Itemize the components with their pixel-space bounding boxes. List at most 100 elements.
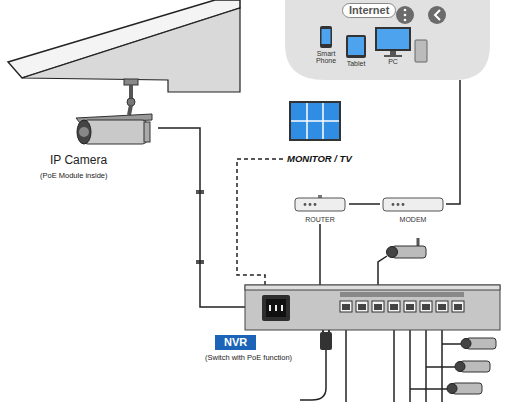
camera-back — [144, 122, 150, 142]
camera-lens — [447, 384, 457, 394]
tablet-screen — [348, 37, 364, 55]
menu-dot — [404, 19, 407, 22]
device-node: MONITOR / TV — [283, 100, 356, 165]
smartphone-icon — [320, 26, 332, 48]
device-label: Tablet — [347, 60, 366, 68]
port-jack — [342, 304, 350, 310]
nvr-body — [245, 285, 500, 330]
monitor-icon — [290, 102, 340, 140]
bracket-joint — [127, 98, 135, 106]
nvr-top — [245, 285, 500, 290]
monitor-shape — [283, 100, 356, 154]
screen-split — [291, 120, 339, 122]
roof-soffit — [22, 8, 240, 92]
router-shape — [291, 196, 349, 216]
port-jack — [390, 304, 398, 310]
status-light — [309, 203, 312, 206]
port-jack — [374, 304, 382, 310]
power-plug — [320, 332, 332, 350]
port-cable — [426, 366, 455, 368]
router-icon — [295, 198, 345, 211]
network-cable — [446, 80, 460, 204]
network-cable — [319, 224, 321, 285]
camera-lens — [387, 247, 398, 258]
device-node: PC — [373, 26, 413, 66]
ethernet-port — [404, 301, 416, 312]
device-label: PC — [388, 58, 398, 66]
tablet-icon — [346, 35, 366, 58]
phone-shape — [310, 24, 342, 50]
status-light — [314, 203, 317, 206]
ethernet-port — [420, 301, 432, 312]
device-label: MONITOR / TV — [287, 154, 352, 165]
port-strip — [340, 292, 464, 297]
device-node: ROUTER — [291, 196, 349, 224]
camera-lens — [77, 120, 91, 144]
socket-pin — [281, 305, 283, 311]
port-jack — [438, 304, 446, 310]
port-jack — [406, 304, 414, 310]
network-cable — [158, 128, 245, 307]
socket-pin — [275, 305, 277, 311]
menu-dot — [404, 14, 407, 17]
device-label: ROUTER — [305, 216, 335, 224]
port-jack — [454, 304, 462, 310]
back-chevron — [435, 10, 440, 20]
ethernet-port — [340, 301, 352, 312]
camera-body — [82, 120, 148, 144]
lens-glass — [79, 127, 89, 137]
pc-base — [384, 55, 402, 57]
status-light — [397, 203, 400, 206]
pc-screen — [377, 29, 409, 49]
port-cable — [442, 343, 461, 345]
port-cable — [441, 330, 443, 402]
status-light — [392, 203, 395, 206]
device-node: InternetSmart PhoneTablet PC — [285, 0, 490, 80]
ethernet-port — [436, 301, 448, 312]
ethernet-port — [372, 301, 384, 312]
port-cable — [425, 330, 427, 402]
port-cable — [409, 330, 411, 402]
status-light — [304, 203, 307, 206]
port-jack — [422, 304, 430, 310]
back-button — [428, 6, 446, 24]
socket-inner — [266, 299, 286, 317]
device-node: IP Camera (PoE Module inside) — [40, 110, 158, 180]
network-cable — [237, 159, 283, 285]
device-node: Smart Phone — [310, 24, 342, 65]
nvr-shape — [245, 285, 500, 330]
device-note: (PoE Module inside) — [40, 172, 108, 181]
phone-screen — [322, 29, 331, 44]
port-jack — [358, 304, 366, 310]
modem-icon — [383, 198, 443, 211]
device-node: MODEM — [380, 196, 446, 224]
menu-button — [396, 6, 414, 24]
power-cord — [300, 350, 326, 400]
ethernet-port — [452, 301, 464, 312]
pc-tower-icon — [415, 40, 427, 62]
port-cable — [345, 330, 347, 402]
camera-lens — [455, 362, 465, 372]
device-note: (Switch with PoE function) — [205, 354, 292, 363]
network-cable — [349, 203, 380, 205]
ethernet-port — [356, 301, 368, 312]
internet-cloud — [285, 0, 490, 80]
camera-mount — [124, 79, 138, 85]
port-cable — [393, 330, 395, 402]
port-cable — [378, 256, 387, 285]
device-label: NVR — [215, 335, 256, 350]
device-node: NVR(Switch with PoE function) — [245, 285, 500, 330]
pc-stand — [390, 51, 396, 55]
device-label: Smart Phone — [313, 50, 339, 65]
device-label: Internet — [342, 3, 396, 18]
camera-bracket — [417, 238, 420, 246]
modem-shape — [380, 196, 446, 216]
ethernet-port — [388, 301, 400, 312]
device-node: Tablet — [343, 34, 369, 68]
pc-shape — [373, 26, 413, 58]
camera-lens — [461, 339, 471, 349]
device-label: IP Camera — [50, 154, 107, 168]
menu-dot — [404, 9, 407, 12]
port-cable — [410, 388, 447, 390]
